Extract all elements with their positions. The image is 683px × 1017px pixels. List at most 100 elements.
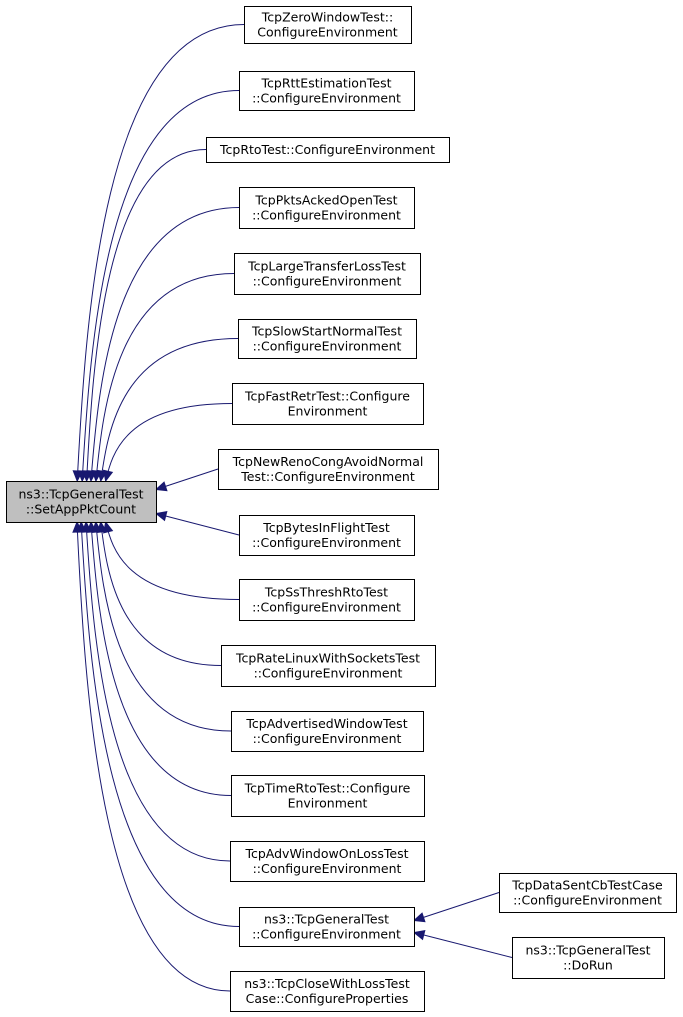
arrowhead-n8-to-root: [154, 481, 168, 492]
node-box: [244, 6, 412, 44]
edge-n8-to-root: [155, 468, 219, 490]
edge-n1-to-root: [76, 24, 245, 482]
node-label: TcpLargeTransferLossTest: [247, 259, 406, 274]
node-box: [512, 937, 665, 979]
node-box: [238, 319, 417, 359]
node-label: ::ConfigureEnvironment: [254, 666, 403, 681]
graph-node-n6[interactable]: TcpSlowStartNormalTest::ConfigureEnviron…: [238, 319, 417, 359]
arrowhead-n7-to-root: [102, 469, 114, 483]
edge-n13-to-root: [90, 521, 232, 796]
arrowhead-n17-to-n15: [412, 912, 426, 923]
arrowhead-n16-to-root: [72, 520, 83, 533]
node-label: TcpSsThreshRtoTest: [264, 585, 388, 600]
node-label: ::ConfigureEnvironment: [253, 339, 402, 354]
node-box: [239, 187, 415, 229]
node-label: TcpAdvertisedWindowTest: [245, 716, 407, 731]
graph-node-n15[interactable]: ns3::TcpGeneralTest::ConfigureEnvironmen…: [239, 907, 415, 947]
node-box: [239, 71, 415, 111]
arrowhead-n9-to-root: [154, 511, 168, 522]
node-label: TcpRtoTest::ConfigureEnvironment: [219, 142, 435, 157]
node-box: [232, 383, 424, 425]
node-label: ::SetAppPktCount: [26, 502, 136, 517]
node-label: ::DoRun: [563, 958, 613, 973]
edge-n7-to-root: [105, 403, 233, 482]
node-label: ::ConfigureEnvironment: [252, 927, 401, 942]
edge-n10-to-root: [105, 521, 240, 600]
edge-n9-to-root: [155, 513, 240, 536]
graph-node-n2[interactable]: TcpRttEstimationTest::ConfigureEnvironme…: [239, 71, 415, 111]
node-label: TcpRateLinuxWithSocketsTest: [235, 651, 420, 666]
edge-n15-to-root: [80, 521, 240, 927]
node-label: ::ConfigureEnvironment: [252, 535, 401, 550]
nodes-layer: ns3::TcpGeneralTest::SetAppPktCount TcpZe…: [6, 6, 677, 1012]
edge-n4-to-root: [90, 207, 240, 482]
node-box: [234, 253, 421, 295]
node-label: ::ConfigureEnvironment: [253, 861, 402, 876]
arrowhead-n18-to-n15: [412, 929, 426, 941]
node-box: [239, 579, 415, 621]
node-box: [218, 449, 439, 490]
node-label: ::ConfigureEnvironment: [513, 893, 662, 908]
edges-layer: [72, 24, 513, 992]
node-label: ::ConfigureEnvironment: [253, 274, 402, 289]
node-box: [239, 515, 415, 556]
node-label: TcpNewRenoCongAvoidNormal: [232, 454, 424, 469]
graph-node-n5[interactable]: TcpLargeTransferLossTest::ConfigureEnvir…: [234, 253, 421, 295]
node-label: Case::ConfigureProperties: [246, 991, 409, 1006]
node-label: ns3::TcpGeneralTest: [525, 943, 650, 958]
root-node-box: [6, 481, 157, 523]
node-label: ns3::TcpCloseWithLossTest: [244, 976, 410, 991]
node-box: [206, 137, 450, 163]
graph-node-n16[interactable]: ns3::TcpCloseWithLossTestCase::Configure…: [230, 971, 425, 1012]
node-label: ::ConfigureEnvironment: [253, 731, 402, 746]
graph-node-n10[interactable]: TcpSsThreshRtoTest::ConfigureEnvironment: [239, 579, 415, 621]
node-label: TcpTimeRtoTest::Configure: [244, 781, 411, 796]
node-box: [230, 841, 425, 882]
edge-n12-to-root: [95, 521, 232, 732]
edge-n18-to-n15: [413, 932, 513, 958]
node-label: ns3::TcpGeneralTest: [264, 912, 389, 927]
graph-node-n12[interactable]: TcpAdvertisedWindowTest::ConfigureEnviro…: [231, 711, 424, 752]
edge-n17-to-n15: [413, 892, 500, 921]
graph-node-n1[interactable]: TcpZeroWindowTest::ConfigureEnvironment: [244, 6, 412, 44]
node-label: ::ConfigureEnvironment: [252, 208, 401, 223]
node-label: Test::ConfigureEnvironment: [240, 469, 415, 484]
edge-n11-to-root: [100, 521, 222, 666]
graph-node-n8[interactable]: TcpNewRenoCongAvoidNormalTest::Configure…: [218, 449, 439, 490]
graph-node-n9[interactable]: TcpBytesInFlightTest::ConfigureEnvironme…: [239, 515, 415, 556]
node-box: [499, 873, 677, 913]
graph-node-n18[interactable]: ns3::TcpGeneralTest::DoRun: [512, 937, 665, 979]
node-label: TcpPktsAckedOpenTest: [254, 193, 397, 208]
node-label: Environment: [288, 796, 368, 811]
node-label: ConfigureEnvironment: [257, 25, 397, 40]
edge-n14-to-root: [85, 521, 231, 862]
node-label: Environment: [288, 404, 368, 419]
graph-node-n7[interactable]: TcpFastRetrTest::ConfigureEnvironment: [232, 383, 424, 425]
node-label: TcpSlowStartNormalTest: [251, 324, 402, 339]
node-label: ::ConfigureEnvironment: [252, 91, 401, 106]
node-box: [231, 775, 425, 817]
graph-node-n4[interactable]: TcpPktsAckedOpenTest::ConfigureEnvironme…: [239, 187, 415, 229]
edge-n6-to-root: [100, 338, 239, 482]
graph-node-n13[interactable]: TcpTimeRtoTest::ConfigureEnvironment: [231, 775, 425, 817]
root-node[interactable]: ns3::TcpGeneralTest::SetAppPktCount: [6, 481, 157, 523]
graph-node-n17[interactable]: TcpDataSentCbTestCase::ConfigureEnvironm…: [499, 873, 677, 913]
node-label: TcpBytesInFlightTest: [262, 520, 390, 535]
graph-node-n3[interactable]: TcpRtoTest::ConfigureEnvironment: [206, 137, 450, 163]
node-box: [230, 971, 425, 1012]
node-label: TcpFastRetrTest::Configure: [244, 389, 410, 404]
graph-node-n11[interactable]: TcpRateLinuxWithSocketsTest::ConfigureEn…: [221, 645, 436, 687]
node-label: ns3::TcpGeneralTest: [18, 487, 143, 502]
node-box: [221, 645, 436, 687]
edge-n3-to-root: [86, 149, 207, 482]
node-label: ::ConfigureEnvironment: [252, 600, 401, 615]
graph-node-n14[interactable]: TcpAdvWindowOnLossTest::ConfigureEnviron…: [230, 841, 425, 882]
node-label: TcpZeroWindowTest::: [261, 10, 393, 25]
edge-n5-to-root: [95, 273, 235, 482]
node-label: TcpDataSentCbTestCase: [511, 878, 663, 893]
edge-n16-to-root: [76, 521, 231, 992]
node-box: [231, 711, 424, 752]
node-box: [239, 907, 415, 947]
node-label: TcpAdvWindowOnLossTest: [244, 846, 408, 861]
